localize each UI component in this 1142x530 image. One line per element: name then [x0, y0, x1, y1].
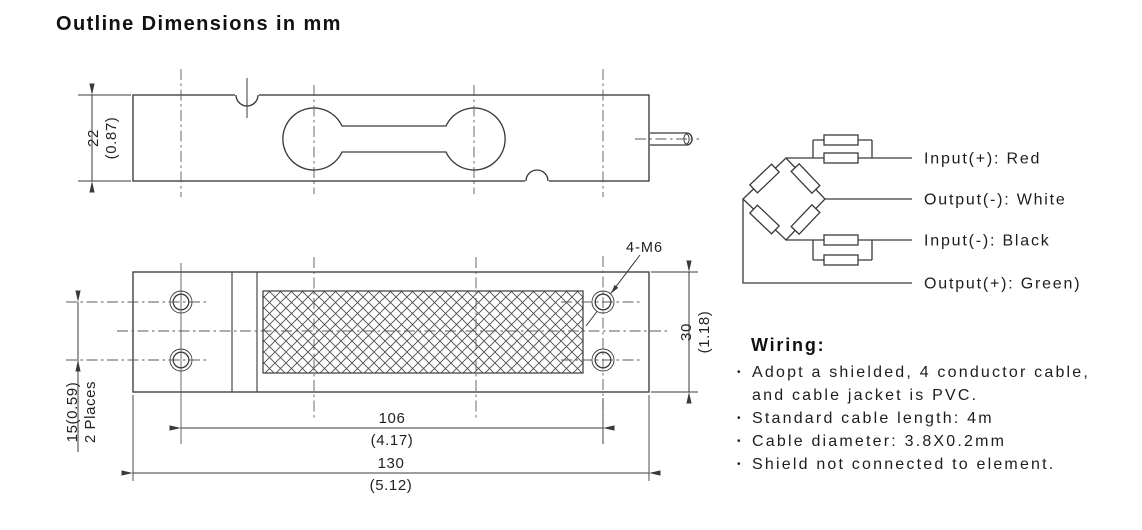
wiring-notes: Wiring: • Adopt a shielded, 4 conductor c…	[737, 335, 1139, 476]
bullet-icon: •	[737, 436, 741, 447]
note-text: Standard cable length: 4m	[752, 410, 994, 427]
dim-overall-length-in: (5.12)	[370, 477, 413, 494]
compensation-resistor	[823, 134, 859, 146]
bridge-resistor	[748, 204, 781, 235]
compensation-resistor	[823, 254, 859, 266]
bridge-resistor	[748, 163, 781, 194]
dim-top-width-mm: 30	[678, 323, 695, 341]
wire-output-plus	[742, 199, 912, 284]
dim-hole-offset-mm: 15(0.59)	[64, 382, 81, 443]
dim-hole-offset-note: 2 Places	[82, 381, 99, 443]
note-text: and cable jacket is PVC.	[752, 387, 979, 404]
thread-callout: 4-M6	[626, 240, 663, 256]
dim-inner-length-mm: 106	[379, 410, 406, 427]
wire-label-input-minus: Input(-): Black	[924, 233, 1051, 250]
dimension-lines	[75, 83, 698, 481]
compensation-resistor	[823, 152, 859, 164]
dim-side-height-in: (0.87)	[103, 117, 120, 160]
page-title: Outline Dimensions in mm	[56, 13, 342, 35]
wiring-notes-heading: Wiring:	[751, 335, 826, 355]
note-text: Shield not connected to element.	[752, 456, 1056, 473]
wiring-note-line: and cable jacket is PVC.	[737, 384, 1139, 407]
bridge-diamond	[742, 157, 826, 241]
compensation-resistor	[823, 234, 859, 246]
dim-inner-length-in: (4.17)	[371, 432, 414, 449]
bullet-icon: •	[737, 459, 741, 470]
dim-overall-length-mm: 130	[378, 455, 405, 472]
wire-label-output-plus: Output(+): Green)	[924, 276, 1081, 293]
knurled-area	[262, 290, 584, 374]
bullet-icon: •	[737, 413, 741, 424]
wire-label-input-plus: Input(+): Red	[924, 151, 1041, 168]
centerlines	[66, 69, 699, 444]
wiring-note-line: • Adopt a shielded, 4 conductor cable,	[737, 361, 1139, 384]
wiring-note-line: • Cable diameter: 3.8X0.2mm	[737, 430, 1139, 453]
wire-label-output-minus: Output(-): White	[924, 192, 1067, 209]
side-view	[132, 78, 693, 183]
thread-leader-arrow	[611, 284, 619, 294]
dim-side-height-mm: 22	[85, 129, 102, 147]
note-text: Adopt a shielded, 4 conductor cable,	[752, 364, 1091, 381]
top-view	[132, 271, 650, 393]
wiring-note-line: • Shield not connected to element.	[737, 453, 1139, 476]
dim-top-width-in: (1.18)	[696, 311, 713, 354]
bridge-circuit	[742, 134, 912, 284]
bridge-resistor	[790, 203, 821, 236]
bridge-resistor	[790, 162, 821, 195]
dumbbell-cutout	[282, 107, 506, 171]
wiring-note-line: • Standard cable length: 4m	[737, 407, 1139, 430]
bullet-icon: •	[737, 367, 741, 378]
note-text: Cable diameter: 3.8X0.2mm	[752, 433, 1007, 450]
bottom-notch	[525, 169, 549, 182]
